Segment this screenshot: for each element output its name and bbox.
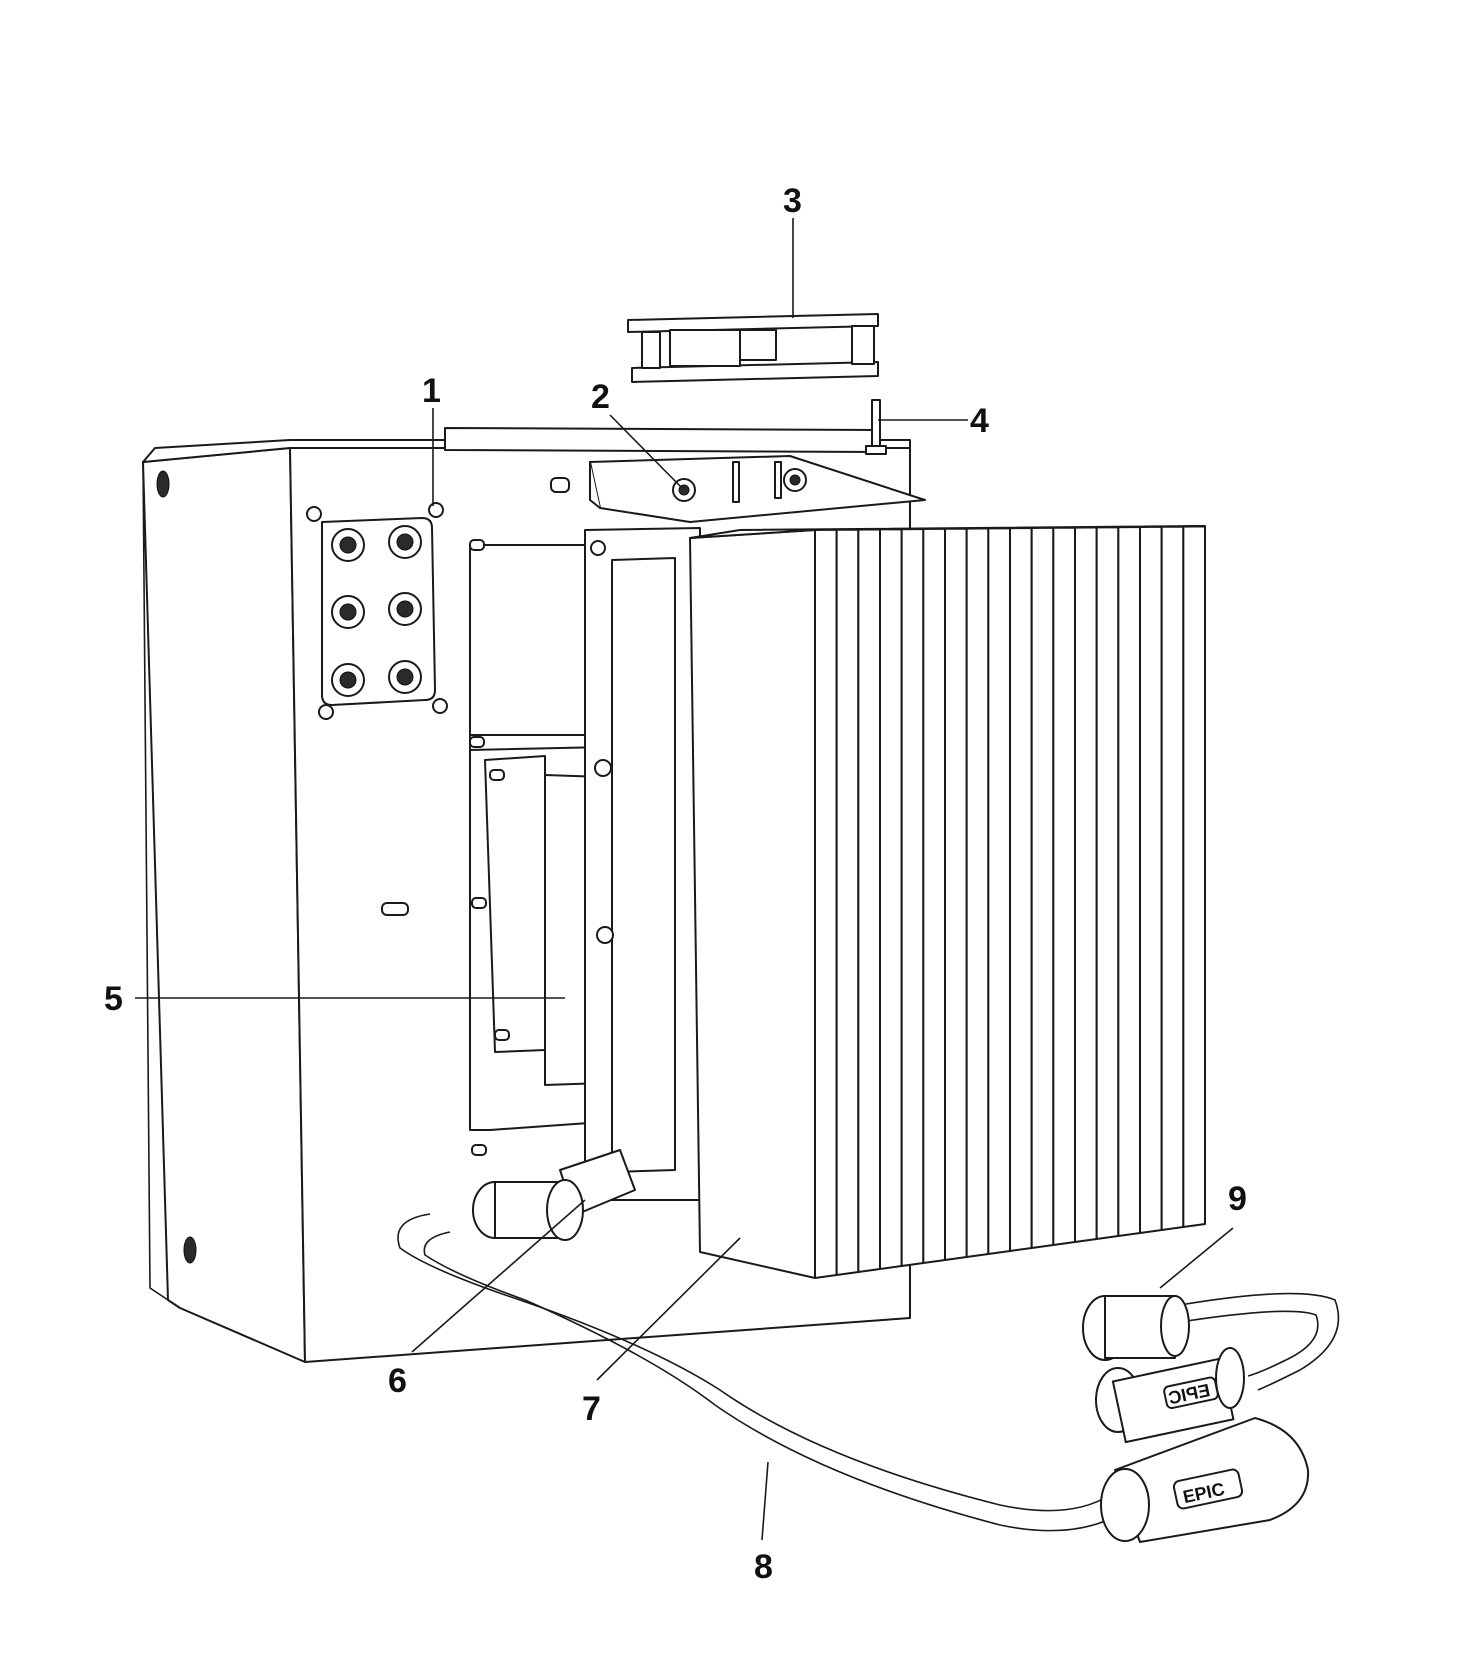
callout-7: 7 — [582, 1390, 601, 1428]
heatsink-fin — [944, 527, 968, 1261]
heatsink-fin — [814, 528, 838, 1279]
callout-4: 4 — [970, 402, 989, 440]
leader-8 — [761, 1461, 769, 1541]
callout-5: 5 — [104, 980, 123, 1018]
heatsink-fin — [879, 528, 903, 1270]
heatsink-fin — [965, 527, 990, 1258]
gland-row-2 — [331, 592, 422, 629]
callout-6: 6 — [388, 1362, 407, 1400]
heatsink-fin — [1139, 525, 1163, 1234]
heatsink-fin — [922, 527, 946, 1264]
heatsink-fin — [1052, 526, 1076, 1246]
leader-lines — [135, 218, 1234, 1541]
callout-labels: 1 2 3 4 5 6 7 8 9 — [104, 182, 1247, 1586]
cable — [397, 1213, 1119, 1532]
heatsink-fin — [857, 528, 881, 1273]
callout-9: 9 — [1228, 1180, 1247, 1218]
callout-2: 2 — [591, 378, 610, 416]
leader-2 — [609, 414, 683, 489]
connector-pair: EPIC — [1082, 1292, 1340, 1444]
heatsink-fin — [1009, 527, 1033, 1252]
heatsink-fin — [1160, 525, 1185, 1231]
leader-7 — [596, 1237, 741, 1381]
cable-connector-epic: EPIC — [1100, 1417, 1310, 1543]
heatsink-fin — [900, 528, 925, 1267]
callout-3: 3 — [783, 182, 802, 220]
heatsink-fin — [1095, 526, 1120, 1240]
leader-6 — [411, 1199, 586, 1353]
callout-1: 1 — [422, 372, 441, 410]
cable-gland-plate — [306, 502, 448, 720]
fan-guard — [627, 313, 879, 383]
heatsink — [689, 525, 1206, 1279]
heatsink-fin — [987, 527, 1011, 1255]
gland-row-3 — [331, 660, 422, 697]
screw — [865, 399, 887, 455]
heatsink-fin — [1117, 526, 1141, 1237]
leader-9 — [1159, 1227, 1234, 1289]
gasket-frame — [584, 527, 701, 1201]
heatsink-fin — [1074, 526, 1098, 1243]
heatsink-fin — [835, 528, 860, 1276]
heatsink-fin — [1182, 525, 1206, 1228]
gland-row-1 — [331, 525, 422, 562]
heatsink-fin — [1030, 526, 1055, 1249]
mounting-bracket — [444, 427, 926, 523]
callout-8: 8 — [754, 1548, 773, 1586]
